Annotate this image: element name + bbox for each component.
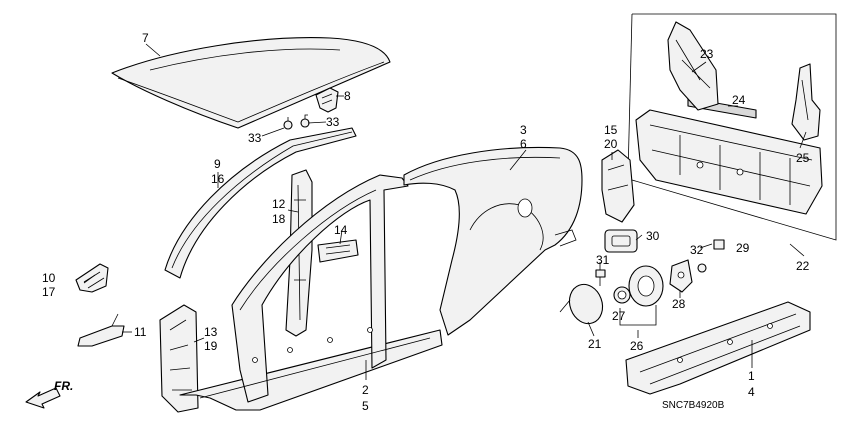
leader-lines: [83, 43, 807, 380]
label-21: 21: [588, 337, 602, 351]
label-1: 1: [748, 369, 755, 383]
label-20: 20: [604, 137, 618, 151]
label-23: 23: [700, 47, 714, 61]
label-10: 10: [42, 271, 56, 285]
bolt: [595, 269, 606, 286]
label-12: 12: [272, 197, 286, 211]
fuel-lid-bracket: [601, 149, 635, 223]
label-6: 6: [520, 137, 527, 151]
label-14: 14: [334, 223, 348, 237]
fuel-filler-base: [628, 265, 664, 307]
label-7: 7: [142, 31, 149, 45]
side-sill-extension: [625, 301, 811, 395]
label-17: 17: [42, 285, 56, 299]
label-18: 18: [272, 212, 286, 226]
roof-panel: [111, 37, 391, 129]
label-13: 13: [204, 325, 218, 339]
rear-panel-group: [627, 13, 837, 241]
arrow-left-icon: [25, 387, 61, 409]
seal-ring: [613, 286, 631, 304]
rear-panel-stay: [791, 63, 821, 141]
clip-fastener: [283, 114, 310, 130]
label-22: 22: [796, 259, 810, 273]
label-9: 9: [214, 157, 221, 171]
reinforcement-bracket: [317, 239, 359, 263]
stay-bracket: [77, 313, 125, 347]
rear-shelf-bracket: [667, 21, 719, 111]
direction-label: FR.: [54, 379, 73, 393]
label-24: 24: [732, 93, 746, 107]
label-30: 30: [646, 229, 660, 243]
label-29: 29: [736, 241, 750, 255]
label-5: 5: [362, 399, 369, 413]
label-4: 4: [748, 385, 755, 399]
diagram-code: SNC7B4920B: [662, 400, 725, 411]
fuel-lid: [559, 283, 604, 325]
label-28: 28: [672, 297, 686, 311]
label-26: 26: [630, 339, 644, 353]
front-direction-indicator: FR.: [25, 379, 73, 409]
front-pillar-lower: [159, 304, 199, 413]
retainer-clip: [697, 239, 725, 273]
label-19: 19: [204, 339, 218, 353]
outer-side-panel: [179, 174, 443, 411]
label-33-right: 33: [326, 115, 340, 129]
label-15: 15: [604, 123, 618, 137]
label-16: 16: [211, 172, 225, 186]
label-11: 11: [134, 325, 147, 339]
label-25: 25: [796, 151, 810, 165]
roof-bracket: [315, 87, 339, 113]
label-8: 8: [344, 89, 351, 103]
label-31: 31: [596, 253, 610, 267]
hinge-bracket: [75, 263, 109, 293]
rear-quarter-panel: [403, 146, 583, 336]
rear-panel: [635, 109, 823, 215]
roof-side-rail: [164, 127, 357, 279]
label-33-left: 33: [248, 131, 262, 145]
label-2: 2: [362, 383, 369, 397]
fuel-lid-housing: [604, 229, 638, 253]
fuel-lid-actuator: [669, 259, 693, 293]
label-3: 3: [520, 123, 527, 137]
label-27: 27: [612, 309, 626, 323]
part-labels: 7 8 33 33 9 16 12 18 14 10 17 11 13 19 2…: [42, 31, 810, 413]
label-32: 32: [690, 243, 704, 257]
